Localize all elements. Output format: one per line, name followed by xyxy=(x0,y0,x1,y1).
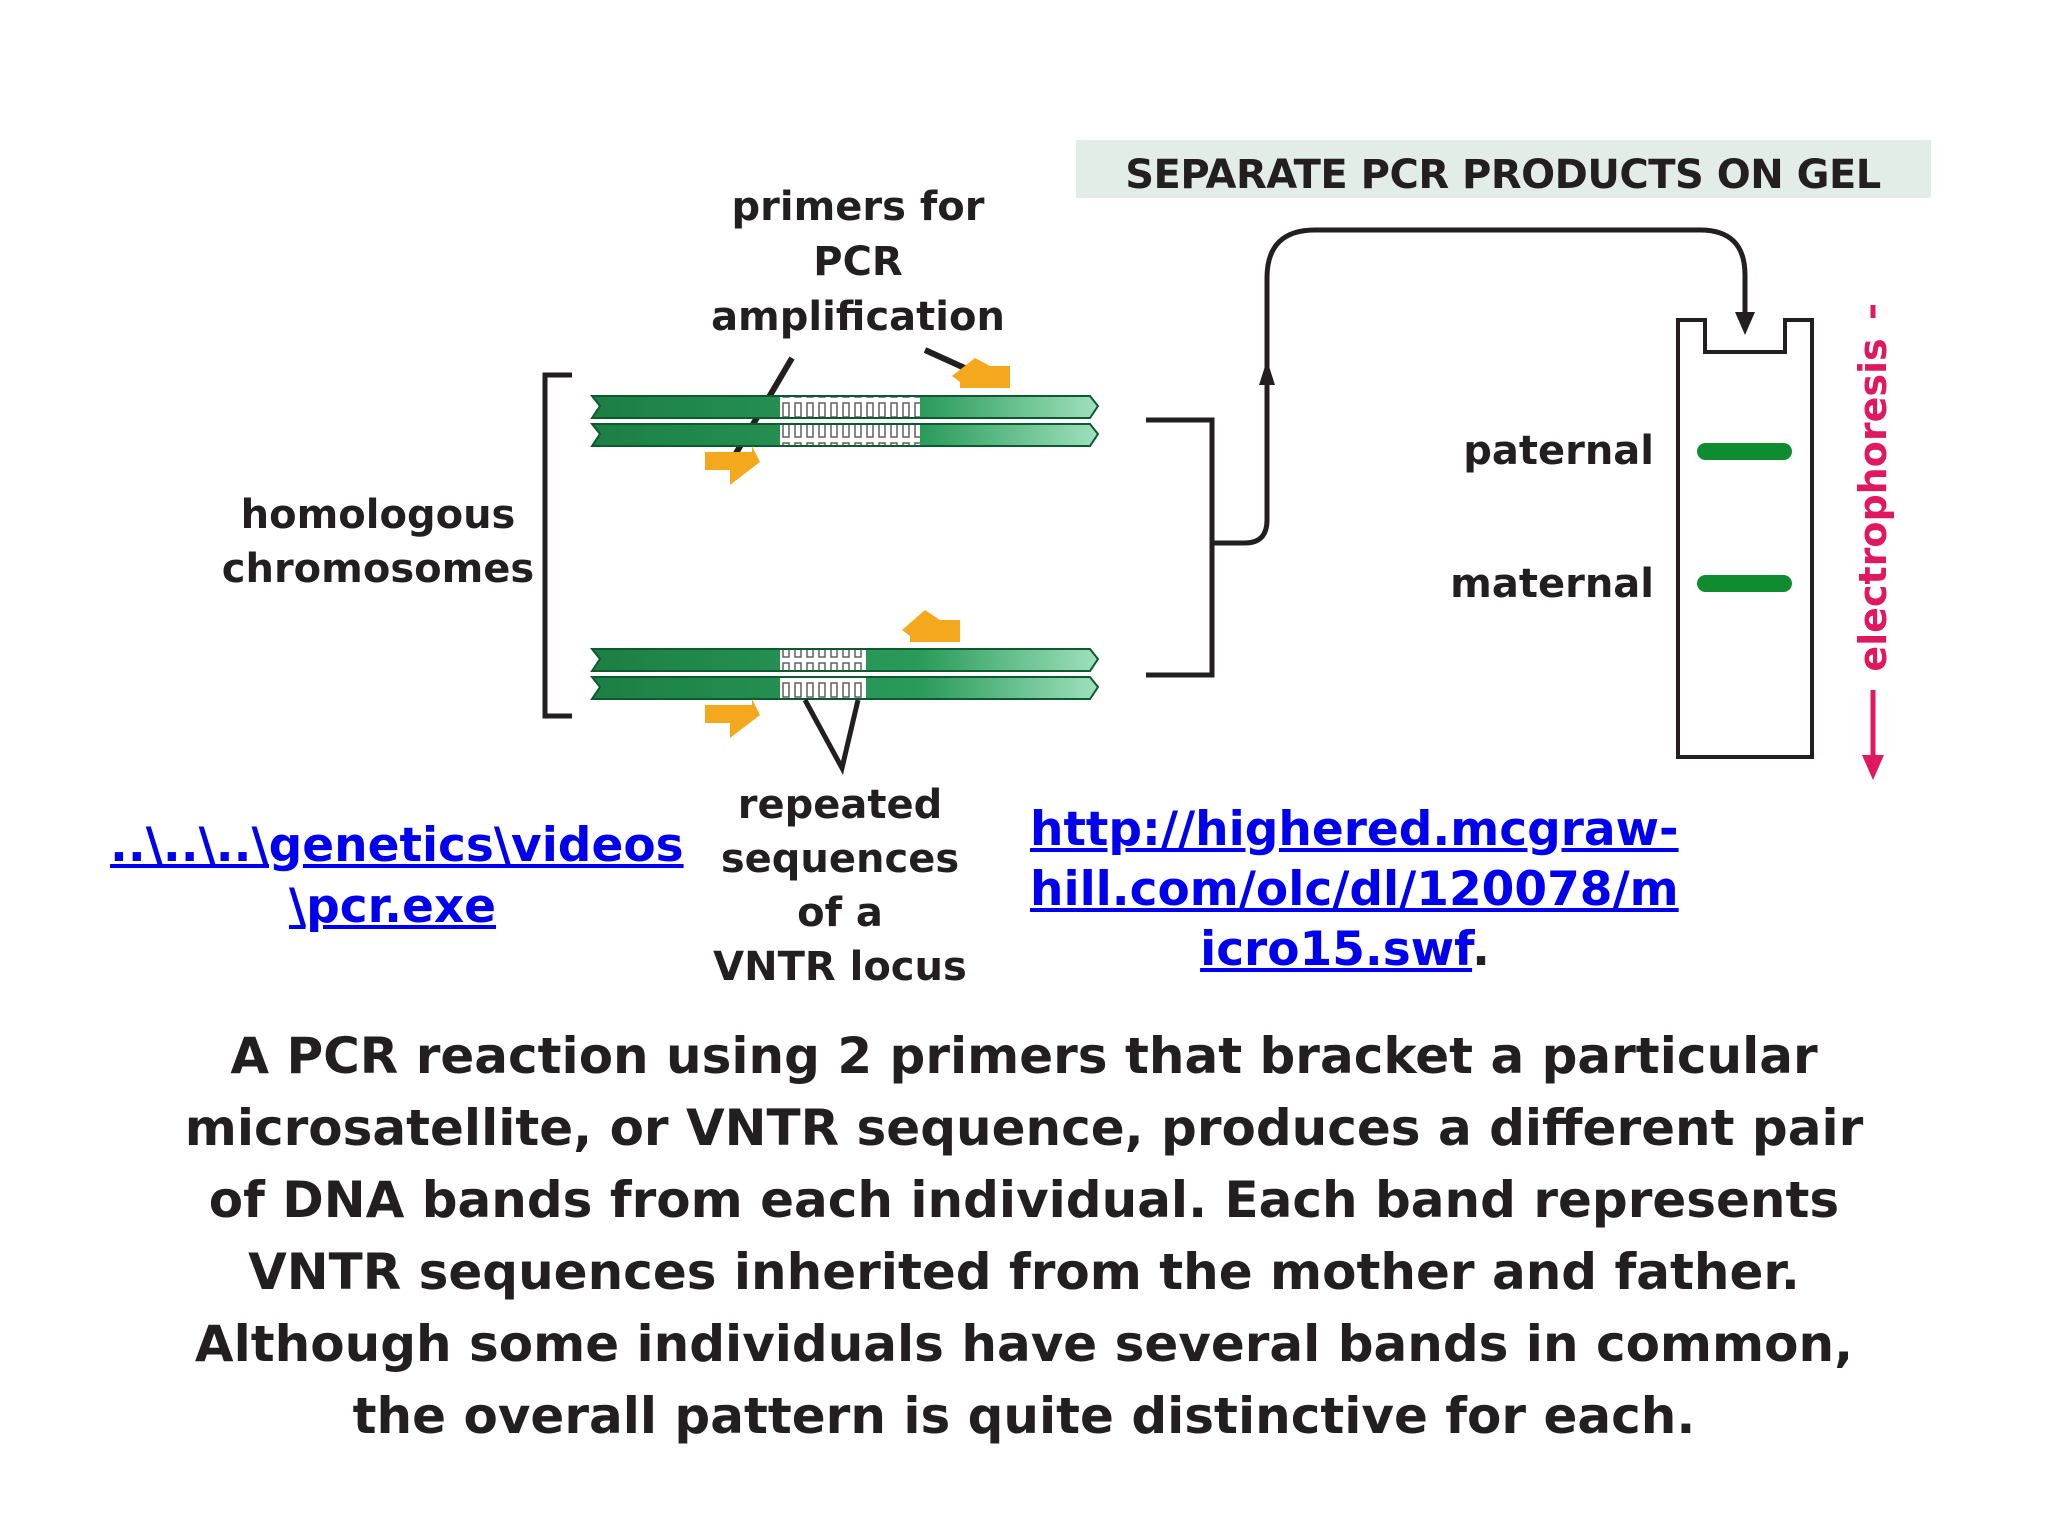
gel-banner xyxy=(1076,140,1931,198)
web-link-line1[interactable]: http://highered.mcgraw- xyxy=(1030,802,1679,857)
gel-arrow-head xyxy=(1735,312,1755,335)
gel-arrow-mid-head xyxy=(1259,360,1275,385)
gel-lane xyxy=(1676,318,1814,759)
primers-label-line2: PCR xyxy=(813,239,902,285)
primers-label-line3: amplification xyxy=(711,294,1005,340)
repeat-block-2a xyxy=(780,650,866,670)
caption-line-5: Although some individuals have several b… xyxy=(194,1315,1854,1373)
repeat-block-2b xyxy=(780,678,866,698)
gel-band-maternal xyxy=(1697,575,1792,592)
chromosome-bracket xyxy=(542,372,572,719)
local-link-line2[interactable]: \pcr.exe xyxy=(288,879,497,934)
caption-line-2: microsatellite, or VNTR sequence, produc… xyxy=(184,1099,1864,1157)
primer-reverse-1 xyxy=(952,358,1010,388)
web-animation-link[interactable]: http://highered.mcgraw- hill.com/olc/dl/… xyxy=(1030,800,1679,980)
electrophoresis-label: electrophoresis xyxy=(1851,338,1895,671)
caption-line-1: A PCR reaction using 2 primers that brac… xyxy=(230,1027,1818,1085)
primers-label-line1: primers for xyxy=(732,184,985,230)
repeat-block-1b xyxy=(780,425,920,445)
chromosome-1 xyxy=(589,358,1100,485)
repeat-block-1a xyxy=(780,397,920,417)
homologous-label-line1: homologous xyxy=(241,492,516,538)
repeated-label-line2: sequences xyxy=(721,836,959,882)
repeated-label-line4: VNTR locus xyxy=(713,944,967,990)
maternal-label: maternal xyxy=(1450,561,1654,607)
gel-arrow xyxy=(1212,227,1748,546)
slide-caption: A PCR reaction using 2 primers that brac… xyxy=(120,1020,1928,1452)
repeated-label-line1: repeated xyxy=(738,782,943,828)
paternal-label: paternal xyxy=(1463,428,1654,474)
repeated-label-line3: of a xyxy=(797,890,883,936)
caption-line-4: VNTR sequences inherited from the mother… xyxy=(248,1243,1800,1301)
local-video-link[interactable]: ..\..\..\genetics\videos \pcr.exe xyxy=(110,815,684,937)
caption-line-6: the overall pattern is quite distinctive… xyxy=(352,1387,1696,1445)
repeat-pointer xyxy=(802,698,861,775)
web-link-line2[interactable]: hill.com/olc/dl/120078/m xyxy=(1030,862,1679,917)
gel-banner-text: SEPARATE PCR PRODUCTS ON GEL xyxy=(1125,152,1881,198)
homologous-label-line2: chromosomes xyxy=(222,546,534,592)
primer-forward-2 xyxy=(705,699,760,738)
gel-band-paternal xyxy=(1697,443,1792,460)
primer-reverse-2 xyxy=(902,610,960,642)
web-link-line3[interactable]: icro15.swf xyxy=(1200,922,1473,977)
web-link-period: . xyxy=(1472,922,1490,977)
primer-forward-1 xyxy=(705,446,760,485)
product-bracket xyxy=(1146,417,1215,678)
local-link-line1[interactable]: ..\..\..\genetics\videos xyxy=(110,818,684,873)
electrophoresis-arrow-head xyxy=(1862,755,1884,780)
chromosome-2 xyxy=(589,610,1100,738)
caption-line-3: of DNA bands from each individual. Each … xyxy=(208,1171,1840,1229)
